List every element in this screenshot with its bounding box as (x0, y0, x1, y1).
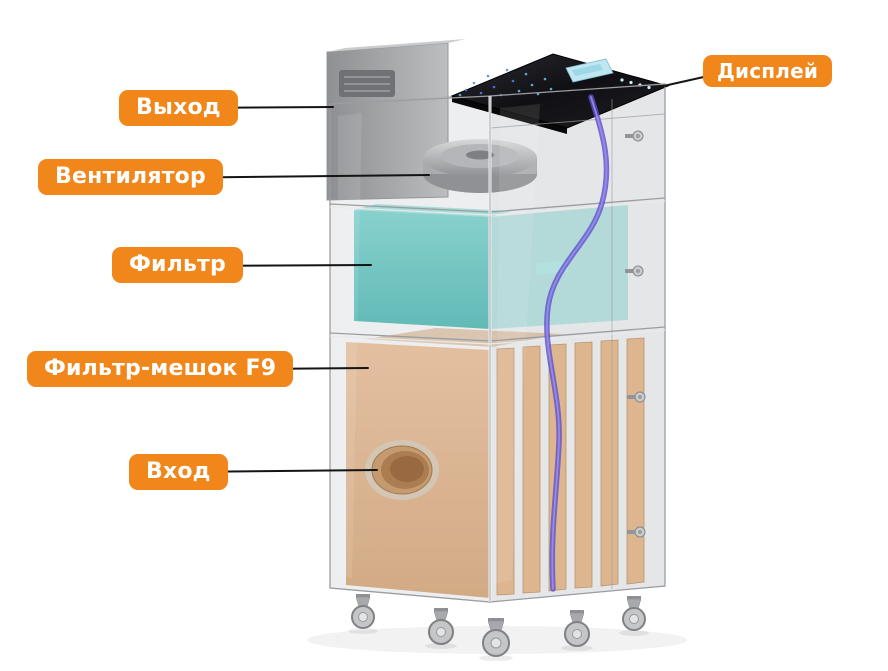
caster-wheels (348, 594, 649, 661)
label-fan: Вентилятор (38, 159, 223, 195)
label-filter: Фильтр (112, 247, 243, 283)
label-inlet: Вход (129, 454, 228, 490)
bag-filter-pleats (496, 337, 645, 596)
door-latches (625, 130, 646, 538)
glass-highlight (338, 113, 362, 578)
power-cable (544, 94, 610, 592)
inlet-port (365, 440, 439, 500)
label-outlet: Выход (119, 90, 238, 126)
top-hood (326, 39, 466, 201)
fan (423, 139, 537, 193)
label-bag-filter-f9: Фильтр-мешок F9 (27, 351, 294, 387)
glass-highlight (494, 104, 540, 584)
label-display: Дисплей (703, 55, 833, 87)
